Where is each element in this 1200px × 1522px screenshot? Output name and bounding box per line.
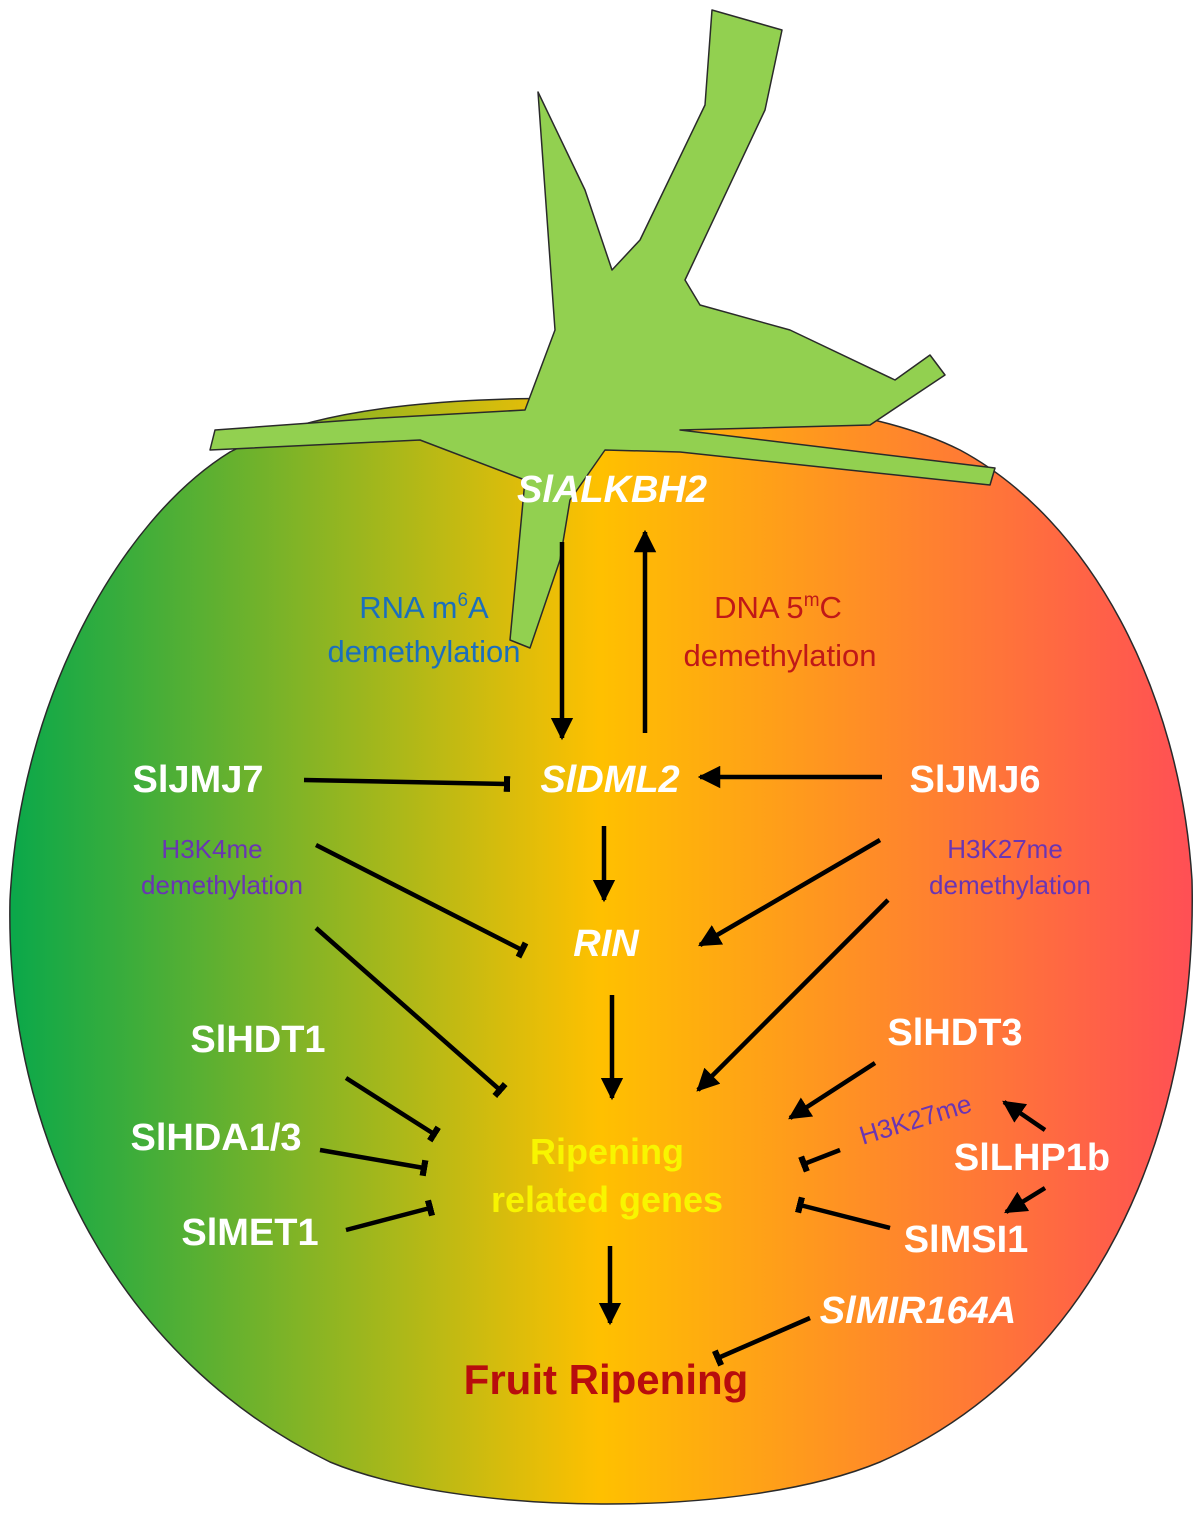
edge-jmj7-inhibits-genes bbox=[314, 926, 508, 1098]
edge-hdt1-inhibits-genes bbox=[344, 1076, 441, 1143]
edge-met1-inhibits-genes bbox=[345, 1199, 436, 1233]
node-jmj7: SlJMJ7 bbox=[133, 759, 264, 801]
node-hda13: SlHDA1/3 bbox=[130, 1117, 301, 1159]
edge-lhp1b-to-h3k27me bbox=[1002, 1100, 1047, 1132]
label-ripening-genes-line2: related genes bbox=[491, 1179, 723, 1220]
label-rna-m6a: RNA m6A bbox=[359, 590, 489, 625]
edge-jmj7-inhibits-rin bbox=[314, 842, 529, 959]
label-dna-5mc-demethylation: demethylation bbox=[683, 638, 876, 673]
label-h3k4me-demethylation: demethylation bbox=[141, 870, 303, 900]
node-met1: SlMET1 bbox=[181, 1212, 318, 1254]
edge-hdt3-to-genes bbox=[788, 1061, 877, 1120]
tomato-stem bbox=[209, 9, 996, 649]
label-h3k27me: H3K27me bbox=[947, 834, 1063, 864]
label-h3k4me: H3K4me bbox=[161, 834, 262, 864]
node-alkbh2: SlALKBH2 bbox=[517, 469, 707, 511]
label-h3k27me-demethylation: demethylation bbox=[929, 870, 1091, 900]
node-dml2: SlDML2 bbox=[540, 759, 679, 801]
edge-mir164a-inhibits-fruit-ripening bbox=[711, 1315, 811, 1367]
edge-msi1-inhibits-genes bbox=[794, 1196, 891, 1231]
label-ripening-genes-line1: Ripening bbox=[530, 1131, 684, 1172]
node-rin: RIN bbox=[573, 923, 640, 965]
label-rna-m6a-superscript: 6 bbox=[457, 590, 468, 611]
edge-lhp1b-to-msi1 bbox=[1004, 1186, 1047, 1214]
node-hdt1: SlHDT1 bbox=[190, 1019, 325, 1061]
node-mir164a: SlMIR164A bbox=[820, 1290, 1016, 1332]
node-hdt3: SlHDT3 bbox=[887, 1012, 1022, 1054]
edges bbox=[303, 529, 1047, 1367]
label-dna-5mc-superscript: m bbox=[804, 590, 820, 611]
edge-jmj6-to-rin bbox=[698, 838, 882, 947]
edge-jmj7-inhibits-dml2 bbox=[303, 776, 511, 792]
label-dna-5mc: DNA 5mC bbox=[714, 590, 842, 625]
node-msi1: SlMSI1 bbox=[904, 1219, 1029, 1261]
label-rna-m6a-demethylation: demethylation bbox=[327, 634, 520, 669]
label-fruit-ripening: Fruit Ripening bbox=[464, 1356, 749, 1403]
edge-hda13-inhibits-genes bbox=[319, 1147, 429, 1177]
node-lhp1b: SlLHP1b bbox=[954, 1137, 1110, 1179]
edge-h3k27me-inhibits-genes bbox=[798, 1147, 841, 1173]
node-jmj6: SlJMJ6 bbox=[910, 759, 1041, 801]
edge-jmj6-to-genes bbox=[696, 898, 890, 1092]
